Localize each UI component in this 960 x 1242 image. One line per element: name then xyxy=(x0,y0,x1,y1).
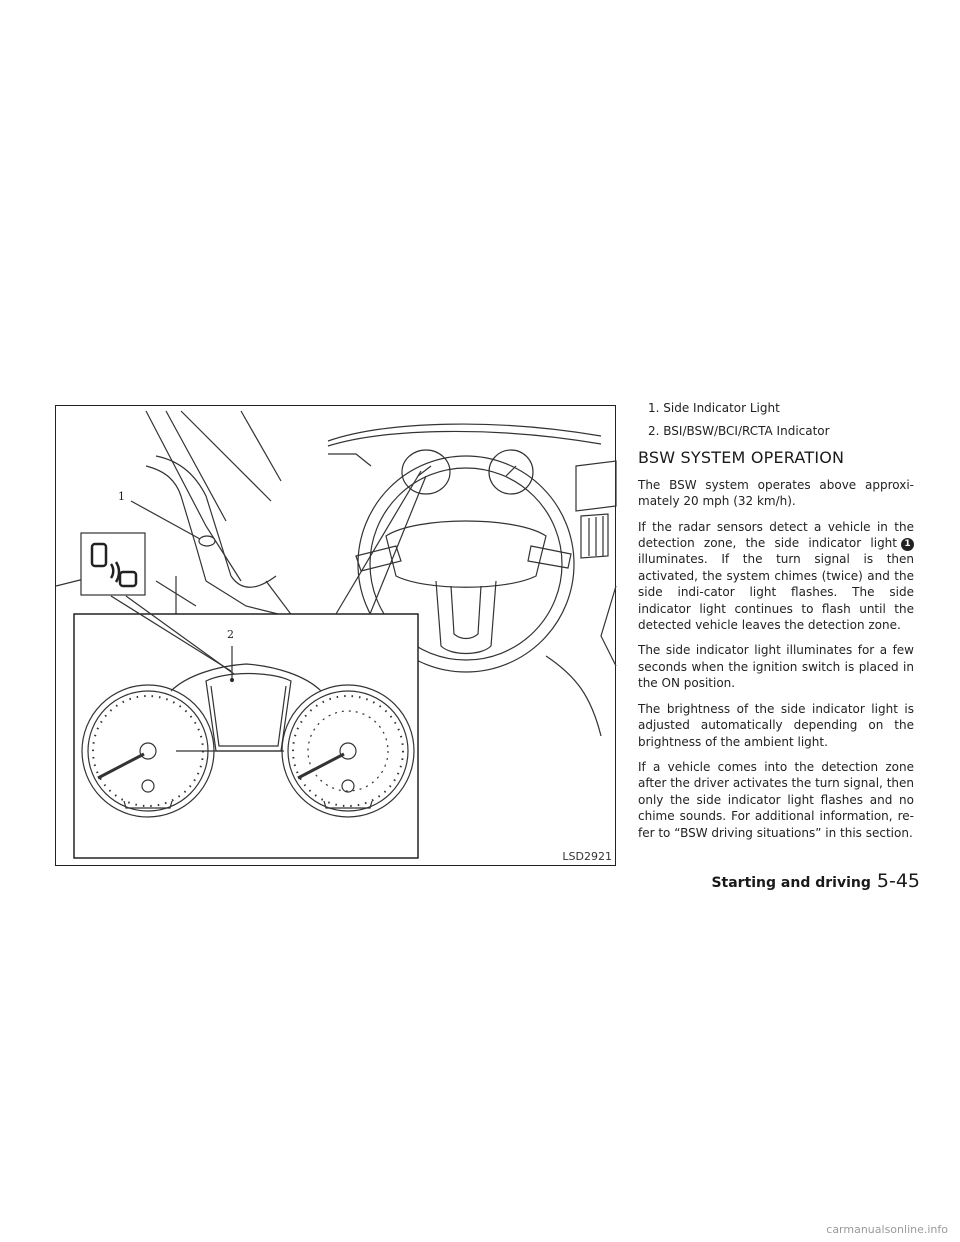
figure-code: LSD2921 xyxy=(562,850,612,863)
paragraph-2-start: If the radar sensors detect a vehicle in… xyxy=(638,519,914,551)
callout-1-label: 1 xyxy=(118,490,125,503)
callout-1-leader xyxy=(130,500,201,540)
text-column: 1. Side Indicator Light 2. BSI/BSW/BCI/R… xyxy=(638,400,914,850)
legend-item-1: 1. Side Indicator Light xyxy=(648,401,780,415)
paragraph-2: If the radar sensors detect a vehicle in… xyxy=(638,519,914,634)
zoom-line-c xyxy=(335,470,422,615)
paragraph-1: The BSW system operates above approxi-ma… xyxy=(638,477,914,509)
zoom-line-d xyxy=(369,475,427,615)
callout-2-dot xyxy=(229,677,235,683)
bsw-indicator-icon xyxy=(90,542,138,588)
footer-section-name: Starting and driving xyxy=(711,875,871,891)
zoom-line-a xyxy=(110,595,232,672)
callout-2-label: 2 xyxy=(227,628,234,641)
page-footer: Starting and driving 5-45 xyxy=(711,870,920,892)
zoom-line-b xyxy=(125,595,235,675)
paragraph-5: If a vehicle comes into the detection zo… xyxy=(638,759,914,840)
cluster-inset-box xyxy=(73,613,419,859)
watermark-link[interactable]: carmanualsonline.info xyxy=(826,1223,948,1236)
paragraph-3: The side indicator light illuminates for… xyxy=(638,643,914,691)
illustration-figure: 1 2 LSD2921 xyxy=(55,405,617,866)
paragraph-4: The brightness of the side indicator lig… xyxy=(638,701,914,749)
paragraph-2-end: illuminates. If the turn signal is then … xyxy=(638,552,914,633)
legend-item-2: 2. BSI/BSW/BCI/RCTA Indicator xyxy=(648,424,830,439)
circled-1-marker: 1 xyxy=(901,538,914,552)
section-title: BSW SYSTEM OPERATION xyxy=(638,447,845,467)
dashboard-illustration xyxy=(56,410,617,859)
page-number: 5-45 xyxy=(876,870,920,892)
instrument-cluster-drawing xyxy=(81,663,415,818)
